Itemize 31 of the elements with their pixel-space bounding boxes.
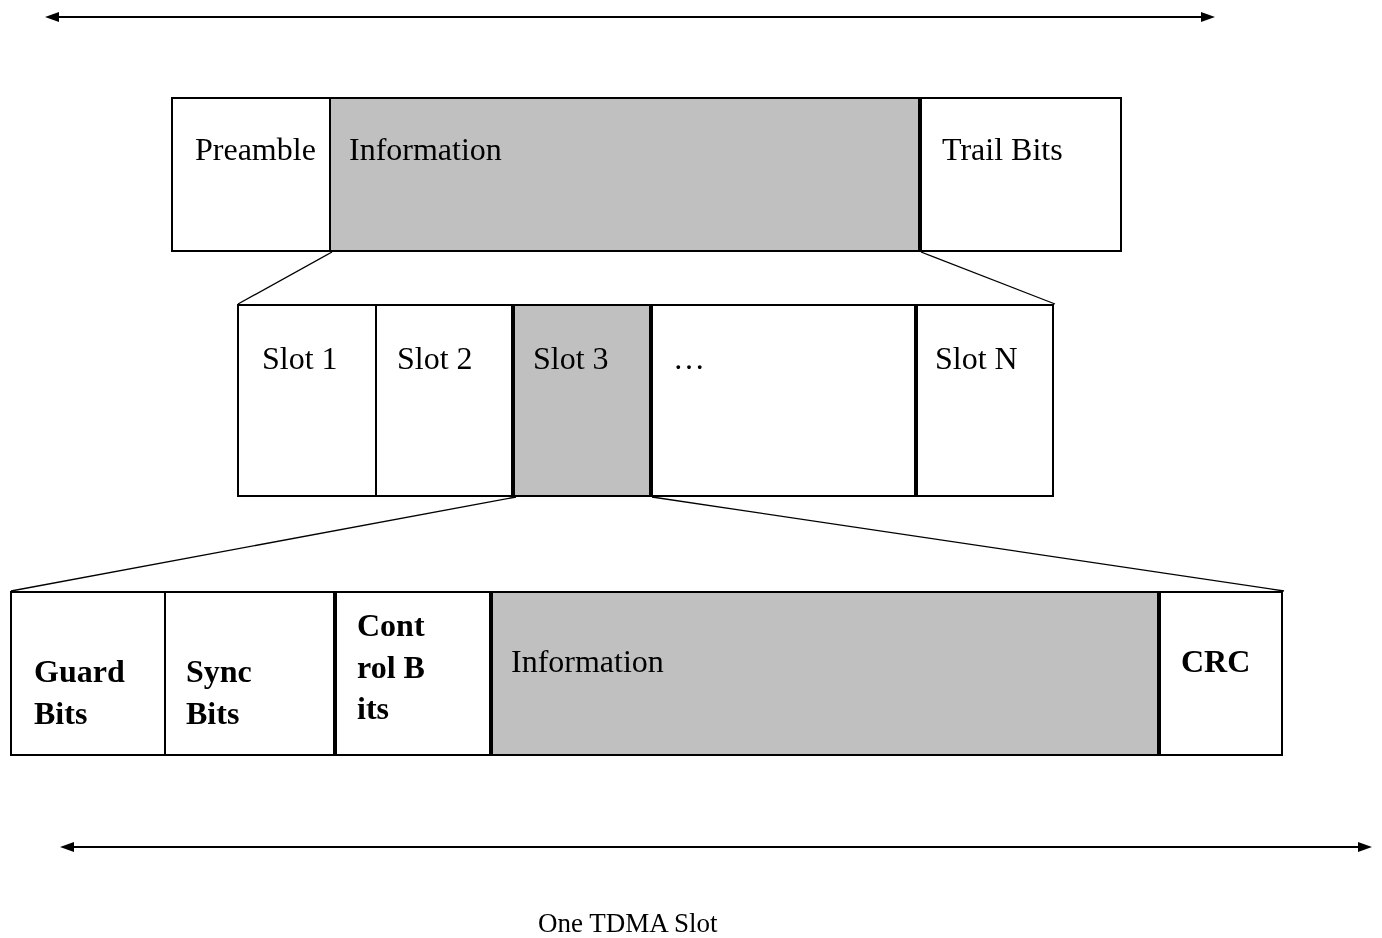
slot-box (375, 304, 513, 497)
slot-box (237, 304, 377, 497)
field-label: Slot N (935, 339, 1019, 378)
field-label: Slot 1 (262, 339, 339, 378)
zoom-line (920, 251, 1056, 305)
frame-field (920, 97, 1122, 252)
field-label: Sync Bits (186, 652, 253, 733)
slot-box (916, 304, 1054, 497)
field-label: Trail Bits (942, 130, 1064, 169)
slot-box (651, 304, 916, 497)
field-label: Guard Bits (34, 652, 126, 733)
zoom-line (651, 496, 1285, 592)
zoom-line (10, 496, 517, 592)
field-label: CRC (1181, 642, 1252, 681)
dimension-label: One TDMA Slot (538, 907, 718, 938)
zoom-line (237, 251, 333, 305)
field-label: Slot 2 (397, 339, 474, 378)
field-label: Information (349, 130, 503, 169)
slot-field (10, 591, 166, 756)
slot-box (513, 304, 651, 497)
frame-field (329, 97, 920, 252)
field-label: Information (511, 642, 665, 681)
slot-field (164, 591, 335, 756)
field-label: Slot 3 (533, 339, 610, 378)
slot-field (1159, 591, 1283, 756)
slot-field (491, 591, 1159, 756)
frame-field (171, 97, 331, 252)
field-label: Preamble (195, 130, 317, 169)
field-label: … (673, 339, 706, 378)
slot-field (335, 591, 491, 756)
field-label: Control Bits (357, 606, 426, 729)
